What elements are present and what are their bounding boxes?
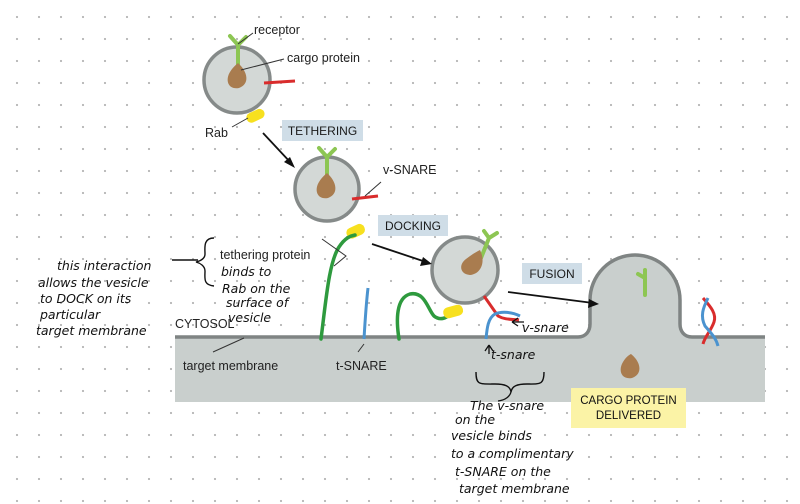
cargo-delivered-box: CARGO PROTEIN DELIVERED <box>571 388 686 428</box>
target-membrane-label: target membrane <box>183 359 278 373</box>
stage-fusion-label: FUSION <box>529 267 574 281</box>
receptor-icon <box>479 229 499 260</box>
hand-line: to DOCK on its <box>40 291 132 306</box>
hand-v-snare-note: v-snare <box>522 320 569 335</box>
hand-line: t-SNARE on the <box>455 464 551 479</box>
cargo-delivered-line1: CARGO PROTEIN <box>580 395 676 407</box>
target-membrane-edge <box>175 253 765 339</box>
hand-line: target membrane <box>459 481 570 496</box>
hand-line: The v-snare <box>470 398 544 413</box>
receptor-label: receptor <box>254 23 300 37</box>
t-snare-label: t-SNARE <box>336 359 387 373</box>
rab-label: Rab <box>205 126 228 140</box>
rab-icon <box>246 108 265 123</box>
fusion-receptor-icon <box>636 268 647 297</box>
hand-brace-stem <box>497 391 512 402</box>
leader-lines <box>212 32 382 353</box>
hand-line: on the <box>455 412 495 427</box>
vesicle-docking <box>293 146 379 239</box>
handwritten-interaction-note: this interaction allows the vesicle to D… <box>36 258 151 338</box>
v-snare-icon <box>351 194 379 201</box>
hand-t-snare-note: t-snare <box>491 347 536 362</box>
hand-line: particular <box>39 307 101 322</box>
hand-v-snare-arrow <box>511 317 524 327</box>
hand-line: to a complimentary <box>451 446 574 461</box>
hand-line: target membrane <box>36 323 147 338</box>
hand-line: allows the vesicle <box>38 275 149 290</box>
vesicle-docked <box>430 229 520 322</box>
process-arrows <box>262 132 594 304</box>
stage-fusion-box: FUSION <box>522 263 582 284</box>
fused-v-snare <box>701 297 717 345</box>
cargo-protein-icon <box>461 250 483 275</box>
delivered-cargo-icon <box>620 354 640 379</box>
hand-line: binds to <box>221 264 272 279</box>
vesicle-tethering <box>202 34 296 123</box>
v-snare-label: v-SNARE <box>383 163 436 177</box>
cargo-protein-label: cargo protein <box>287 51 360 65</box>
v-snare-icon <box>482 295 520 322</box>
t-snare-1 <box>362 287 370 340</box>
rab-icon <box>443 304 464 319</box>
handwritten-vesicle-note: The v-snare on the vesicle binds to a co… <box>451 398 574 496</box>
tethering-protein-2 <box>395 292 452 341</box>
cargo-delivered-line2: DELIVERED <box>596 410 661 422</box>
cargo-protein-icon <box>316 173 336 199</box>
fused-t-snare <box>700 297 720 347</box>
hand-line: vesicle <box>228 310 271 325</box>
hand-line: this interaction <box>57 258 151 273</box>
hand-t-snare-arrow <box>484 344 494 354</box>
tethering-protein-label: tethering protein <box>220 248 310 262</box>
cytosol-label: CYTOSOL <box>175 317 235 331</box>
hand-line: Rab on the <box>222 281 291 296</box>
hand-line: surface of <box>226 295 290 310</box>
stage-tethering-box: TETHERING <box>282 120 363 141</box>
tethering-protein-1 <box>319 233 357 341</box>
stage-docking-box: DOCKING <box>378 215 448 236</box>
t-snare-2 <box>484 310 521 340</box>
hand-line: vesicle binds <box>451 428 532 443</box>
stage-tethering-label: TETHERING <box>288 124 357 138</box>
stage-docking-label: DOCKING <box>385 219 441 233</box>
target-membrane-block <box>175 255 765 402</box>
hand-brace <box>195 237 215 287</box>
arrow-heads <box>284 157 599 308</box>
handwritten-binds-note: binds to Rab on the surface of vesicle <box>221 264 291 325</box>
v-snare-icon <box>263 79 296 85</box>
